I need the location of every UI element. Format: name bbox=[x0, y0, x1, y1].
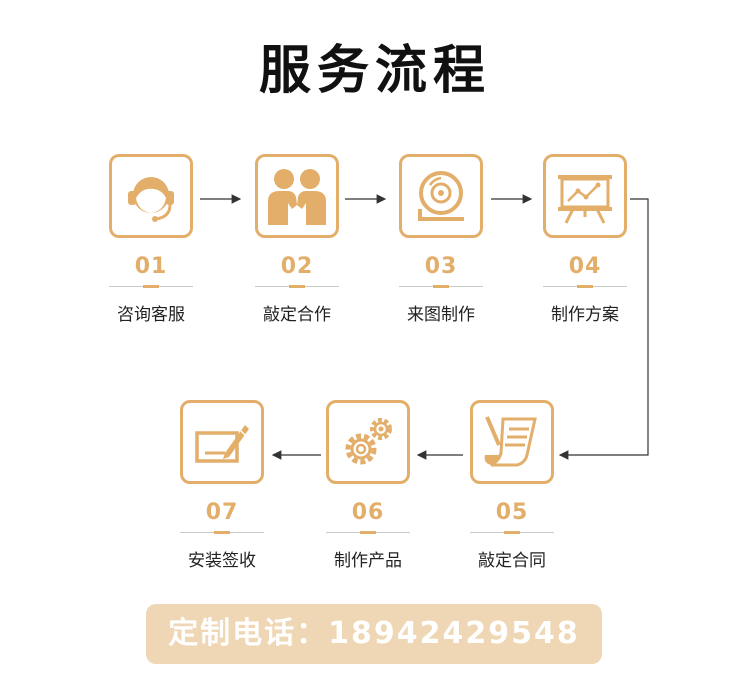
step-label: 来图制作 bbox=[407, 305, 475, 325]
customer-service-headset-icon bbox=[128, 177, 174, 222]
step-underline bbox=[470, 531, 554, 534]
step-number: 04 bbox=[568, 254, 602, 279]
step-number: 05 bbox=[495, 500, 529, 525]
step-number: 01 bbox=[134, 254, 168, 279]
step-number: 07 bbox=[205, 500, 239, 525]
step-underline bbox=[326, 531, 410, 534]
step-icon-box bbox=[255, 154, 339, 238]
step-icon-box bbox=[543, 154, 627, 238]
step-icon-box bbox=[470, 400, 554, 484]
step-label: 敲定合同 bbox=[478, 551, 546, 571]
step-icon-box bbox=[109, 154, 193, 238]
step-label: 制作方案 bbox=[551, 305, 619, 325]
step-underline bbox=[255, 285, 339, 288]
step-number: 02 bbox=[280, 254, 314, 279]
handshake-people-icon bbox=[268, 169, 326, 225]
sign-pen-icon bbox=[195, 425, 249, 463]
step-underline bbox=[543, 285, 627, 288]
gears-icon bbox=[345, 418, 392, 465]
disc-design-icon bbox=[418, 171, 464, 221]
step-underline bbox=[399, 285, 483, 288]
step-underline bbox=[180, 531, 264, 534]
step-icon-box bbox=[326, 400, 410, 484]
step-label: 咨询客服 bbox=[117, 305, 185, 325]
step-number: 03 bbox=[424, 254, 458, 279]
contact-phone-banner[interactable]: 定制电话：18942429548 bbox=[146, 604, 602, 664]
arrow-04-05 bbox=[558, 198, 649, 460]
step-icon-box bbox=[180, 400, 264, 484]
step-icon-box bbox=[399, 154, 483, 238]
contract-pen-icon bbox=[484, 416, 537, 467]
step-label: 安装签收 bbox=[188, 551, 256, 571]
step-number: 06 bbox=[351, 500, 385, 525]
page-title: 服务流程 bbox=[258, 41, 491, 101]
presentation-board-icon bbox=[558, 175, 612, 224]
step-label: 敲定合作 bbox=[263, 305, 331, 325]
step-underline bbox=[109, 285, 193, 288]
step-label: 制作产品 bbox=[334, 551, 402, 571]
